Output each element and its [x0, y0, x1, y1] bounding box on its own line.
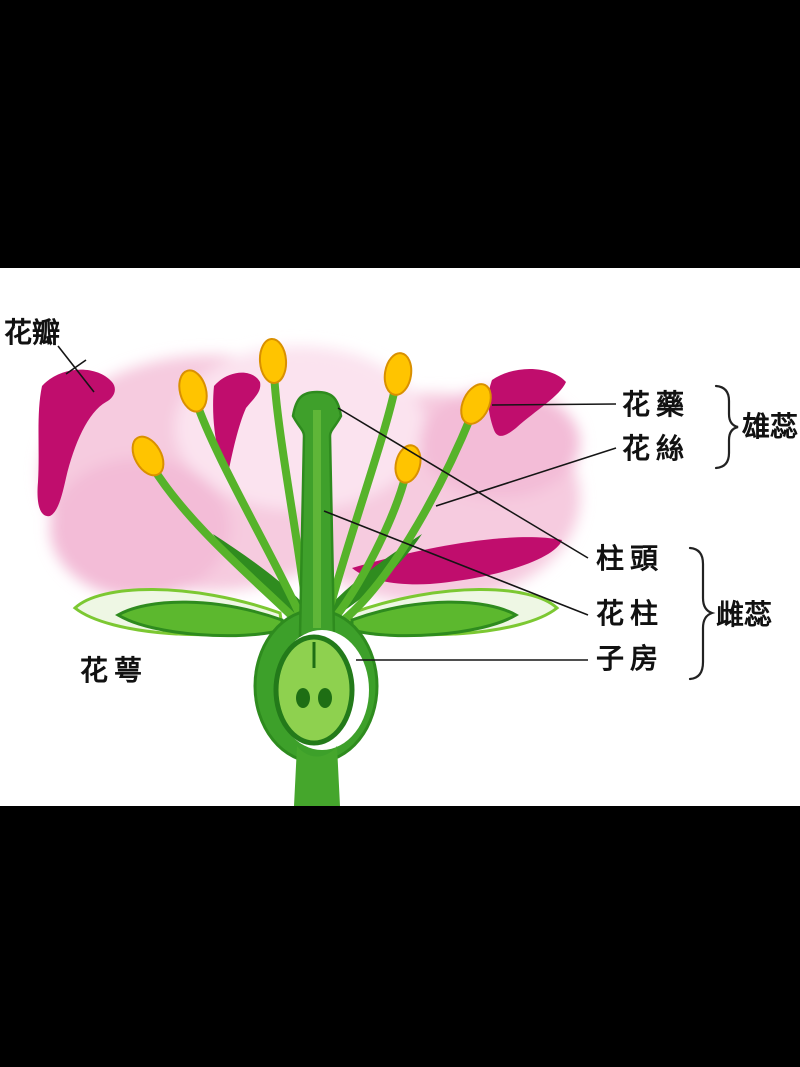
ovary-interior	[273, 630, 369, 750]
label-anther: 花藥	[622, 389, 690, 420]
ribbon-petal-shapes	[37, 368, 566, 585]
label-stamen: 雄蕊	[741, 411, 798, 442]
label-pistil: 雌蕊	[716, 598, 772, 630]
anther-pointer-line	[491, 403, 617, 406]
stem-shape	[294, 746, 340, 806]
pistil-brace	[688, 546, 716, 681]
label-calyx: 花萼	[80, 655, 148, 686]
sepal-shapes	[115, 600, 519, 638]
ovary-shape	[273, 634, 355, 746]
petal-pointer-tick	[65, 359, 87, 375]
anther-shapes	[131, 338, 492, 484]
label-filament: 花絲	[622, 432, 690, 464]
label-petal: 花瓣	[4, 317, 60, 348]
style-stigma-shape	[291, 390, 343, 638]
label-ovary: 子房	[596, 642, 664, 674]
label-stigma: 柱頭	[596, 543, 664, 574]
stamen-brace	[714, 384, 739, 470]
letterbox-bottom	[0, 806, 800, 1067]
label-style: 花柱	[596, 598, 664, 629]
ovule-shape	[318, 688, 332, 708]
filament-pointer-line	[435, 447, 617, 507]
letterbox-top	[0, 0, 800, 268]
flower-diagram: 花瓣 花藥 花絲 雄蕊 柱頭 花柱 子房 雌蕊 花萼	[4, 317, 798, 806]
pointer-lines	[57, 345, 617, 661]
stigma-pointer-line	[337, 407, 589, 559]
petal-pointer-line	[57, 345, 95, 393]
ovule-shape	[296, 688, 310, 708]
diagram-canvas: 花瓣 花藥 花絲 雄蕊 柱頭 花柱 子房 雌蕊 花萼	[0, 268, 800, 806]
style-pointer-line	[323, 510, 589, 616]
